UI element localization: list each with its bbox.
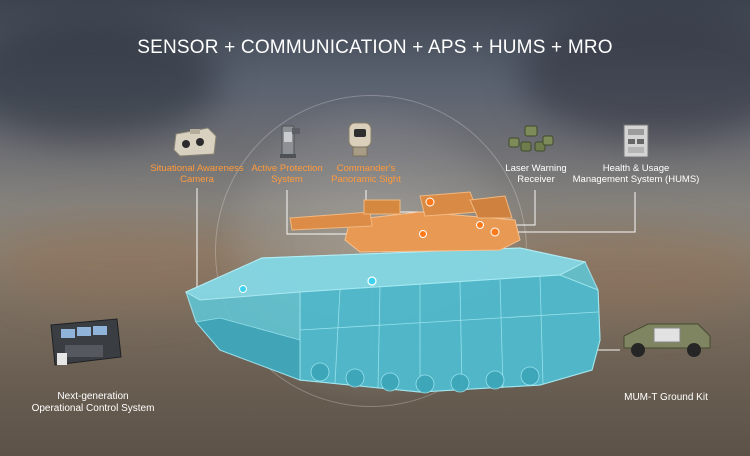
- laser-warning-label: Laser Warning Receiver: [482, 163, 590, 185]
- hull: [184, 247, 601, 394]
- situational-awareness-line2: Camera: [180, 174, 214, 185]
- situational-awareness-label: Situational Awareness Camera: [137, 163, 257, 185]
- laser-warning-line1: Laser Warning: [505, 163, 567, 174]
- control-system-label: Next-generation Operational Control Syst…: [18, 391, 168, 415]
- situational-awareness-line1: Situational Awareness: [150, 163, 244, 174]
- commanders-sight-label: Commander's Panoramic Sight: [310, 163, 422, 185]
- hums-unit-icon: [623, 124, 649, 158]
- hums-line1: Health & Usage: [602, 163, 670, 174]
- hums-line2: Management System (HUMS): [572, 174, 700, 185]
- mumt-line1: MUM-T Ground Kit: [624, 392, 708, 403]
- commanders-sight-line1: Commander's: [336, 163, 396, 174]
- hums-label: Health & Usage Management System (HUMS): [570, 163, 702, 185]
- sensor-markers: [239, 197, 500, 293]
- active-protection-line1: Active Protection: [251, 163, 323, 174]
- active-protection-label: Active Protection System: [232, 163, 342, 185]
- laser-sensor-icon: [508, 125, 554, 152]
- control-room-icon: [50, 318, 122, 366]
- active-protection-line2: System: [271, 174, 303, 185]
- commanders-sight-line2: Panoramic Sight: [331, 174, 401, 185]
- control-system-line2: Operational Control System: [31, 403, 155, 414]
- ground-vehicle-icon: [623, 323, 711, 357]
- control-system-line1: Next-generation: [57, 391, 129, 402]
- page-title: SENSOR + COMMUNICATION + APS + HUMS + MR…: [137, 37, 613, 58]
- panoramic-sight-icon: [348, 122, 372, 157]
- mumt-label: MUM-T Ground Kit: [606, 392, 726, 404]
- camera-module-icon: [173, 127, 217, 157]
- turret: [289, 191, 521, 253]
- laser-warning-line2: Receiver: [517, 174, 555, 185]
- aps-launcher-icon: [280, 125, 300, 158]
